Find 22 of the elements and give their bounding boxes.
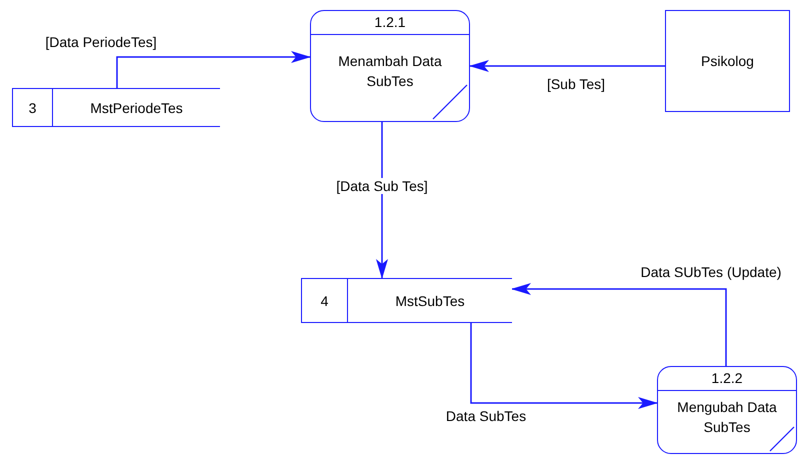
arrow — [470, 323, 658, 409]
process-number: 1.2.1 — [311, 11, 469, 35]
process-box — [310, 10, 470, 122]
process-number: 1.2.2 — [658, 367, 796, 391]
store-number: 4 — [302, 279, 348, 322]
arrow — [376, 122, 388, 279]
arrow — [116, 51, 311, 88]
process-box — [657, 366, 797, 454]
data-store — [301, 278, 512, 323]
entity-name: Psikolog — [701, 53, 754, 69]
edge-label: [Data PeriodeTes] — [43, 34, 159, 50]
arrow — [511, 283, 727, 366]
external-entity-box — [665, 10, 790, 112]
store-number: 3 — [13, 89, 53, 126]
arrow — [469, 60, 665, 72]
store-name: MstSubTes — [394, 292, 466, 308]
store-name: MstPeriodeTes — [89, 100, 184, 116]
data-store — [12, 88, 220, 127]
edge-label: [Data Sub Tes] — [334, 178, 430, 194]
process-name: Menambah Data SubTes — [337, 52, 443, 91]
edge-label: Data SUbTes (Update) — [638, 264, 784, 280]
process-name: Mengubah Data SubTes — [676, 398, 778, 437]
